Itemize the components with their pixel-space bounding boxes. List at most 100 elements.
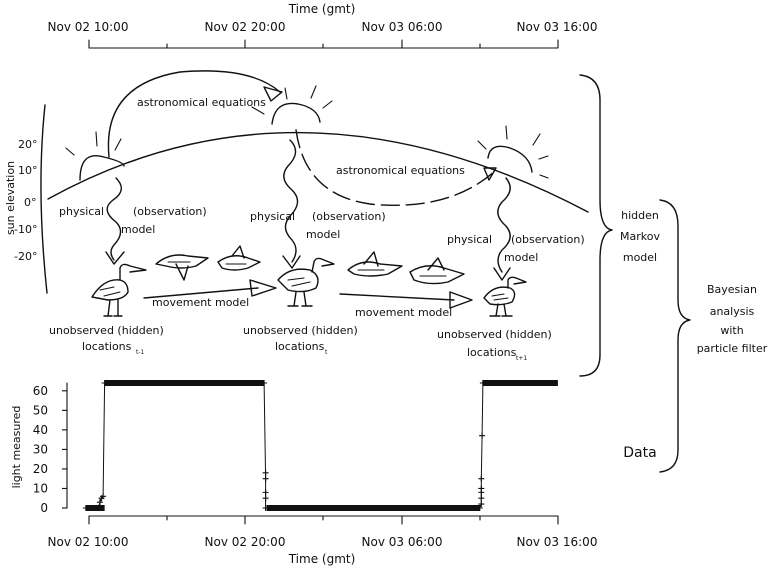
obs-wave-1 <box>106 177 122 261</box>
light-y-tick-label: 50 <box>33 403 48 417</box>
light-chart: 0 10 20 30 40 50 60 light measured Nov 02 10:0… <box>10 380 597 566</box>
light-x-tick-2: Nov 02 20:00 <box>205 535 286 549</box>
top-axis-tick-4: Nov 03 16:00 <box>517 20 598 34</box>
bird-standing-icon-3 <box>483 276 527 317</box>
astro-label-1: astronomical equations <box>137 96 266 109</box>
light-point <box>478 485 485 492</box>
hmm-label-2: Markov <box>620 230 660 243</box>
physical-label-1: physical <box>59 205 104 218</box>
hmm-label-1: hidden <box>621 209 659 222</box>
movement-label-1: movement model <box>152 296 249 309</box>
sun-path-arc <box>47 131 589 213</box>
bird-flying-icon-3 <box>347 251 403 277</box>
sun-tick-20: 20° <box>18 138 38 151</box>
location-sub-3: t+1 <box>516 355 527 362</box>
light-y-tick-label: 10 <box>33 481 48 495</box>
light-y-tick-label: 30 <box>33 442 48 456</box>
light-y-tick-label: 0 <box>40 501 48 515</box>
obs-arrow-3 <box>493 267 511 281</box>
obs-wave-3 <box>497 177 511 273</box>
model-label-2: model <box>306 228 340 241</box>
location-label-3a: unobserved (hidden) <box>437 328 552 341</box>
model-label-1: model <box>121 223 155 236</box>
sun-axis-line <box>40 104 48 294</box>
bird-flying-icon-4 <box>409 257 465 285</box>
light-x-tick-3: Nov 03 06:00 <box>362 535 443 549</box>
light-y-tick-label: 60 <box>33 384 48 398</box>
top-axis-tick-2: Nov 02 20:00 <box>205 20 286 34</box>
brace-bayesian: Bayesian analysis with particle filter <box>659 199 768 473</box>
light-point <box>479 432 486 439</box>
location-label-1a: unobserved (hidden) <box>49 324 164 337</box>
sun-tick-10: 10° <box>18 164 38 177</box>
bird-flying-icon-1 <box>155 254 209 281</box>
sun-elevation-axis: sun elevation 20° 10° 0° -10° -20° <box>4 104 48 294</box>
light-y-axis-label: light measured <box>10 406 23 489</box>
sun-tick-0: 0° <box>24 196 37 209</box>
light-x-tick-4: Nov 03 16:00 <box>517 535 598 549</box>
location-label-2a: unobserved (hidden) <box>243 324 358 337</box>
bayes-label-2: analysis <box>710 305 755 318</box>
light-point <box>262 469 269 476</box>
physical-label-3: physical <box>447 233 492 246</box>
top-axis-line <box>88 39 559 49</box>
observation-label-1: (observation) <box>133 205 207 218</box>
sun-icon-3 <box>477 125 549 179</box>
light-point <box>262 495 269 502</box>
light-point <box>478 501 485 508</box>
model-label-3: model <box>504 251 538 264</box>
bird-flying-icon-2 <box>217 245 261 271</box>
location-sub-2: t <box>325 349 328 356</box>
sun-tick-neg10: -10° <box>14 223 37 236</box>
sun-icon-1 <box>65 131 137 181</box>
light-point <box>478 475 485 482</box>
bayes-label-1: Bayesian <box>707 283 757 296</box>
obs-arrow-2 <box>282 255 301 269</box>
bird-standing-icon-2 <box>277 257 335 307</box>
light-point <box>100 493 107 500</box>
movement-label-2: movement model <box>355 306 452 319</box>
astro-label-2: astronomical equations <box>336 164 465 177</box>
brace-hidden-markov: hidden Markov model <box>579 74 660 377</box>
bayes-label-3: with <box>720 324 743 337</box>
movement-arrow-1: movement model <box>143 279 277 309</box>
location-label-3b: locations <box>467 346 517 359</box>
sun-icon-2 <box>251 85 333 125</box>
light-point <box>478 495 485 502</box>
light-point <box>262 475 269 482</box>
observation-label-3: (observation) <box>511 233 585 246</box>
light-x-axis-title: Time (gmt) <box>288 552 356 566</box>
light-plateau-bar <box>85 505 105 511</box>
bayes-label-4: particle filter <box>697 342 768 355</box>
light-y-tick-label: 40 <box>33 423 48 437</box>
light-point <box>262 489 269 496</box>
obs-wave-2 <box>283 139 299 263</box>
hmm-label-3: model <box>623 251 657 264</box>
top-axis-tick-1: Nov 02 10:00 <box>48 20 129 34</box>
top-axis-title: Time (gmt) <box>288 2 356 16</box>
movement-arrow-2: movement model <box>339 291 473 319</box>
location-sub-1: t-1 <box>136 349 145 356</box>
location-label-2b: locations <box>275 340 325 353</box>
light-series-line <box>85 382 502 509</box>
astro-arrow-1: astronomical equations <box>107 70 283 158</box>
light-y-tick-label: 20 <box>33 462 48 476</box>
top-time-axis: Time (gmt) Nov 02 10:00 Nov 02 20:00 Nov… <box>48 2 598 49</box>
light-plateau-bar <box>482 380 558 386</box>
light-plateau-bar <box>267 505 480 511</box>
light-series-group <box>82 380 558 511</box>
location-label-1b: locations <box>82 340 132 353</box>
sun-axis-label: sun elevation <box>4 161 17 235</box>
light-x-tick-1: Nov 02 10:00 <box>48 535 129 549</box>
astro-arrow-2: astronomical equations <box>295 129 497 206</box>
sun-tick-neg20: -20° <box>14 250 37 263</box>
observation-label-2: (observation) <box>312 210 386 223</box>
obs-arrow-1 <box>105 251 125 265</box>
bird-standing-icon-1 <box>91 263 147 317</box>
light-plateau-bar <box>104 380 265 386</box>
light-x-axis-line <box>88 515 559 525</box>
light-point <box>96 499 103 506</box>
top-axis-tick-3: Nov 03 06:00 <box>362 20 443 34</box>
